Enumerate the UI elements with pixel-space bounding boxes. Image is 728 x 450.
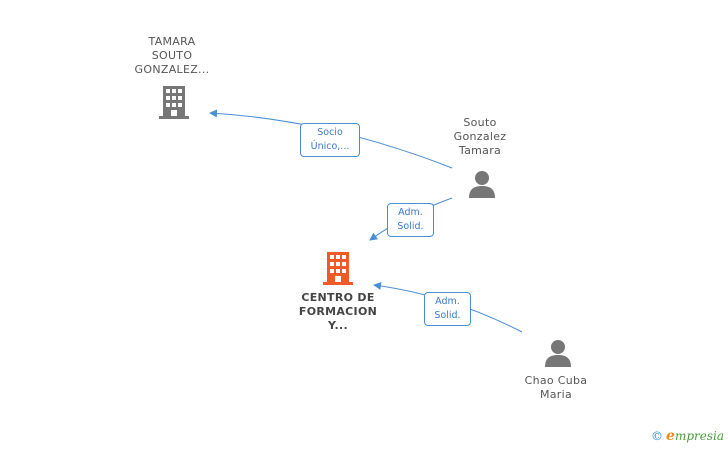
empresia-watermark: ©empresia [651,428,724,444]
edge-label-line: Socio [317,127,343,138]
person-icon [545,340,571,367]
building-icon [323,252,353,285]
edge-label-line: Solid. [397,221,424,232]
copyright-icon: © [651,429,664,443]
label-line: Gonzalez [453,130,507,143]
node-label-centro[interactable]: CENTRO DE FORMACION Y... [283,291,393,333]
node-label-chao-person[interactable]: Chao Cuba Maria [506,374,606,402]
brand-name: mpresia [674,429,724,443]
edge-label-line: Adm. [435,296,460,307]
label-line: Souto [463,116,497,129]
person-icon [469,171,495,198]
label-line: CENTRO DE [301,291,375,304]
node-label-souto-person[interactable]: Souto Gonzalez Tamara [430,116,530,158]
edge-label-adm-solid-souto[interactable]: Adm. Solid. [387,203,434,237]
label-line: FORMACION [298,305,378,318]
label-line: GONZALEZ... [134,63,210,76]
label-line: Y... [328,319,348,332]
label-line: TAMARA [148,35,196,48]
building-icon [159,86,189,119]
label-line: Tamara [458,144,502,157]
edge-label-adm-solid-chao[interactable]: Adm. Solid. [424,292,471,326]
edge-label-socio-unico[interactable]: Socio Único,... [300,123,360,157]
node-label-tamara-company[interactable]: TAMARA SOUTO GONZALEZ... [122,35,222,77]
edge-label-line: Único,... [310,141,350,152]
brand-initial: e [666,428,675,444]
label-line: Maria [539,388,573,401]
edge-label-line: Solid. [434,310,461,321]
label-line: SOUTO [151,49,193,62]
label-line: Chao Cuba [524,374,588,387]
edge-label-line: Adm. [398,207,423,218]
